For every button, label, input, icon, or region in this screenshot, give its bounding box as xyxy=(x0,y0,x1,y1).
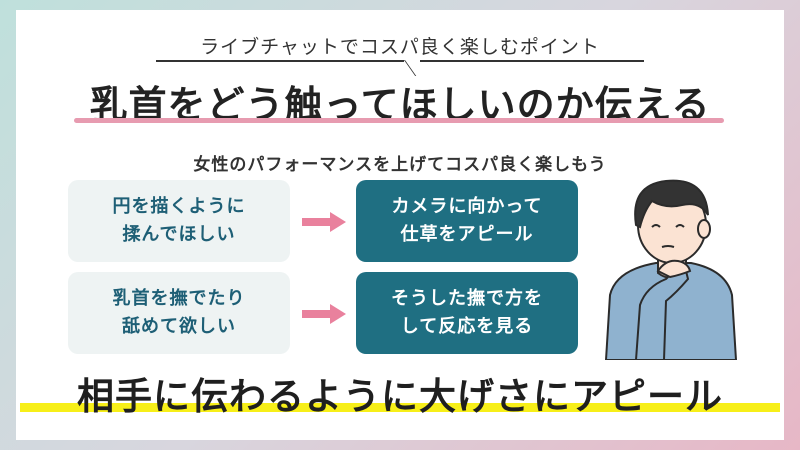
action-box-2: そうした撫で方を して反応を見る xyxy=(356,272,578,354)
request-box-1: 円を描くように 揉んでほしい xyxy=(68,180,290,262)
kicker-text: ライブチャットでコスパ良く楽しむポイント xyxy=(200,36,600,58)
arrow-right-icon xyxy=(302,304,346,324)
infographic-card: ライブチャットでコスパ良く楽しむポイント 乳首をどう触ってほしいのか伝える 女性… xyxy=(16,10,784,440)
title-underline xyxy=(74,118,724,123)
kicker-bracket-right xyxy=(420,60,644,62)
action-box-1: カメラに向かって 仕草をアピール xyxy=(356,180,578,262)
subtitle: 女性のパフォーマンスを上げてコスパ良く楽しもう xyxy=(193,155,607,175)
request-box-2: 乳首を撫でたり 舐めて欲しい xyxy=(68,272,290,354)
headline-highlight xyxy=(20,403,780,412)
kicker-bracket-left xyxy=(156,60,404,62)
headline: 相手に伝わるように大げさにアピール xyxy=(77,375,723,418)
arrow-right-icon xyxy=(302,212,346,232)
thinking-man-illustration xyxy=(604,179,738,360)
